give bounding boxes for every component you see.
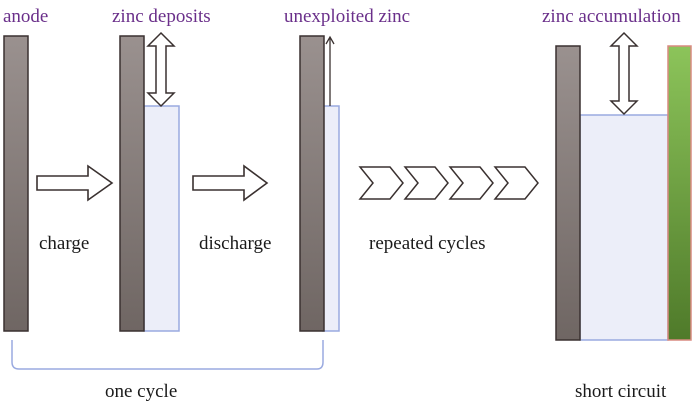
chevron-icon [358, 166, 404, 200]
anode-electrode [299, 35, 325, 332]
anode-electrode [3, 35, 29, 332]
stage-short-circuit [555, 31, 692, 341]
label-charge: charge [39, 233, 89, 254]
chevron-icon [493, 166, 539, 200]
double-arrow-icon [146, 31, 176, 108]
stage-initial [3, 35, 29, 332]
chevron-icon [448, 166, 494, 200]
zinc-deposit-layer [143, 105, 180, 332]
label-zinc-deposits: zinc deposits [112, 6, 211, 27]
label-repeated-cycles: repeated cycles [369, 233, 486, 254]
accumulated-zinc-layer [579, 114, 669, 341]
one-cycle-bracket [11, 340, 324, 370]
chevron-icon [403, 166, 449, 200]
discharge-arrow-icon [192, 164, 269, 202]
stage-after-charge [119, 31, 180, 332]
label-short-circuit: short circuit [575, 381, 667, 402]
anode-electrode [555, 45, 581, 341]
label-unexploited-zinc: unexploited zinc [284, 6, 410, 27]
label-anode: anode [3, 6, 48, 27]
repeated-cycles-chevrons [358, 166, 539, 200]
stage-after-discharge [299, 35, 340, 332]
charge-arrow-icon [36, 164, 114, 202]
cathode-electrode [667, 45, 692, 341]
label-discharge: discharge [199, 233, 271, 254]
label-one-cycle: one cycle [105, 381, 177, 402]
label-zinc-accumulation: zinc accumulation [542, 6, 681, 27]
double-arrow-icon [609, 31, 639, 116]
thin-arrow-icon [325, 35, 335, 106]
residual-zinc-layer [322, 105, 340, 332]
anode-electrode [119, 35, 145, 332]
